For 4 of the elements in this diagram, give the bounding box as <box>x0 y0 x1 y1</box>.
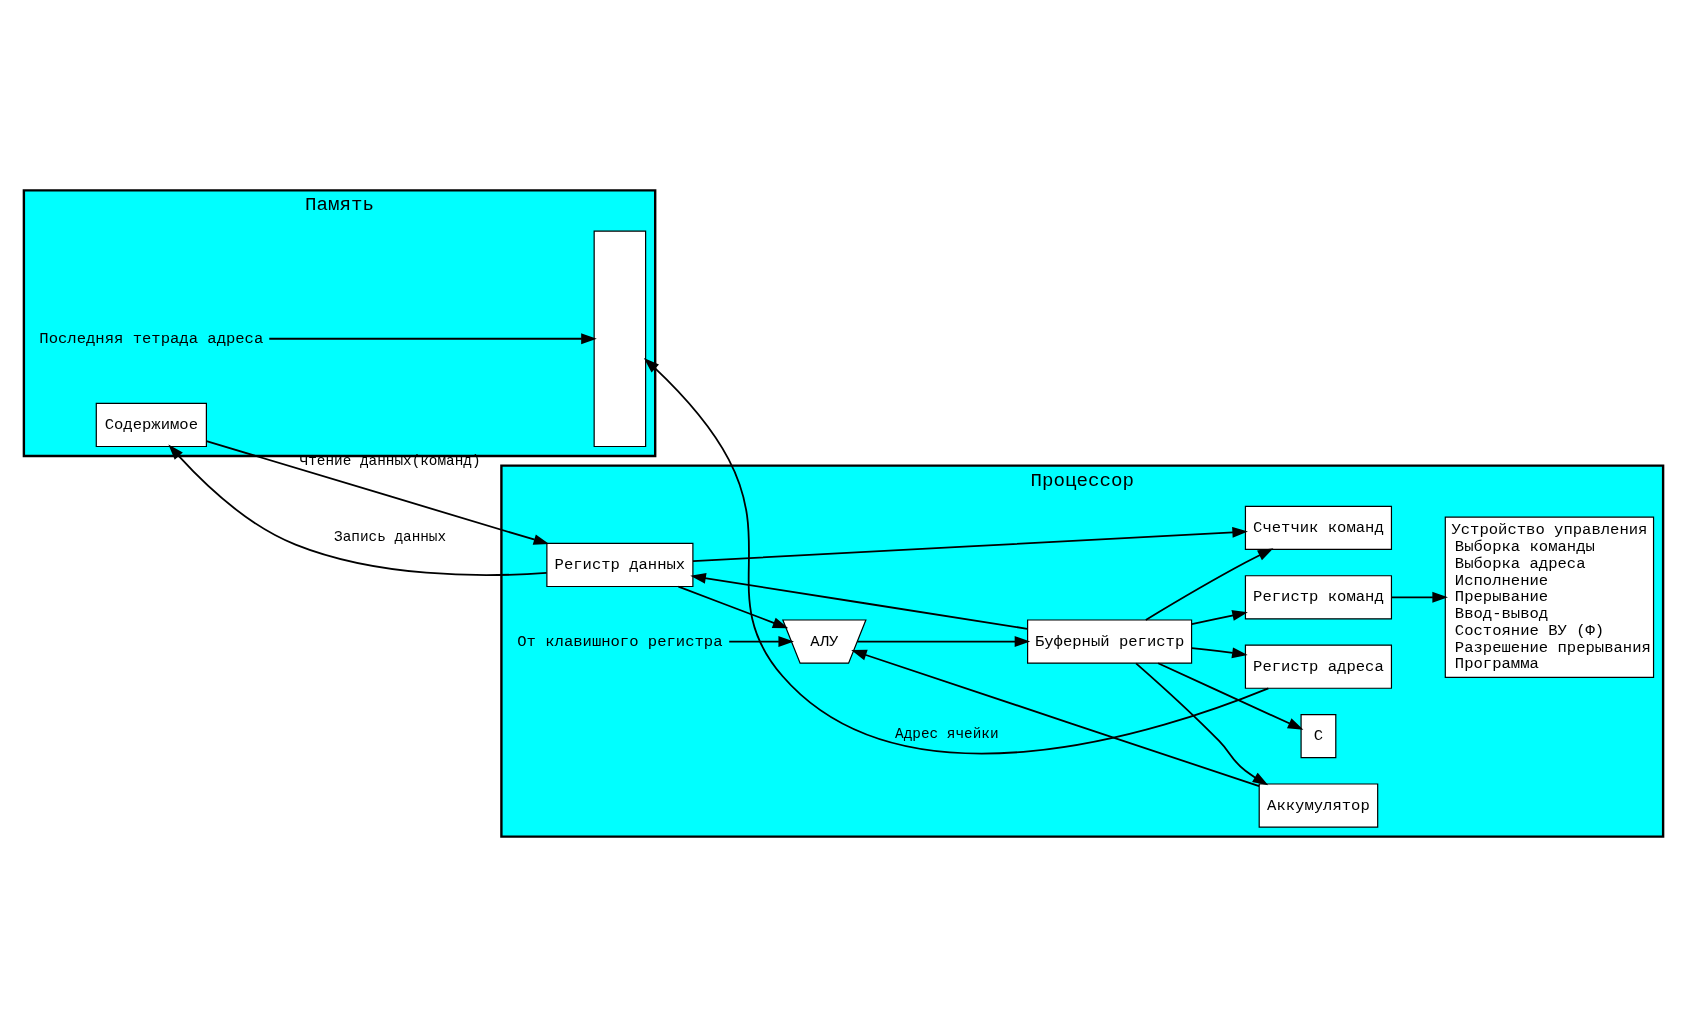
node-text: Последняя тетрада адреса <box>38 329 263 348</box>
edge-label: Запись данных <box>333 528 446 545</box>
node-text: От клавишного регистра <box>516 632 723 651</box>
edge-label: Адрес ячейки <box>894 726 999 743</box>
